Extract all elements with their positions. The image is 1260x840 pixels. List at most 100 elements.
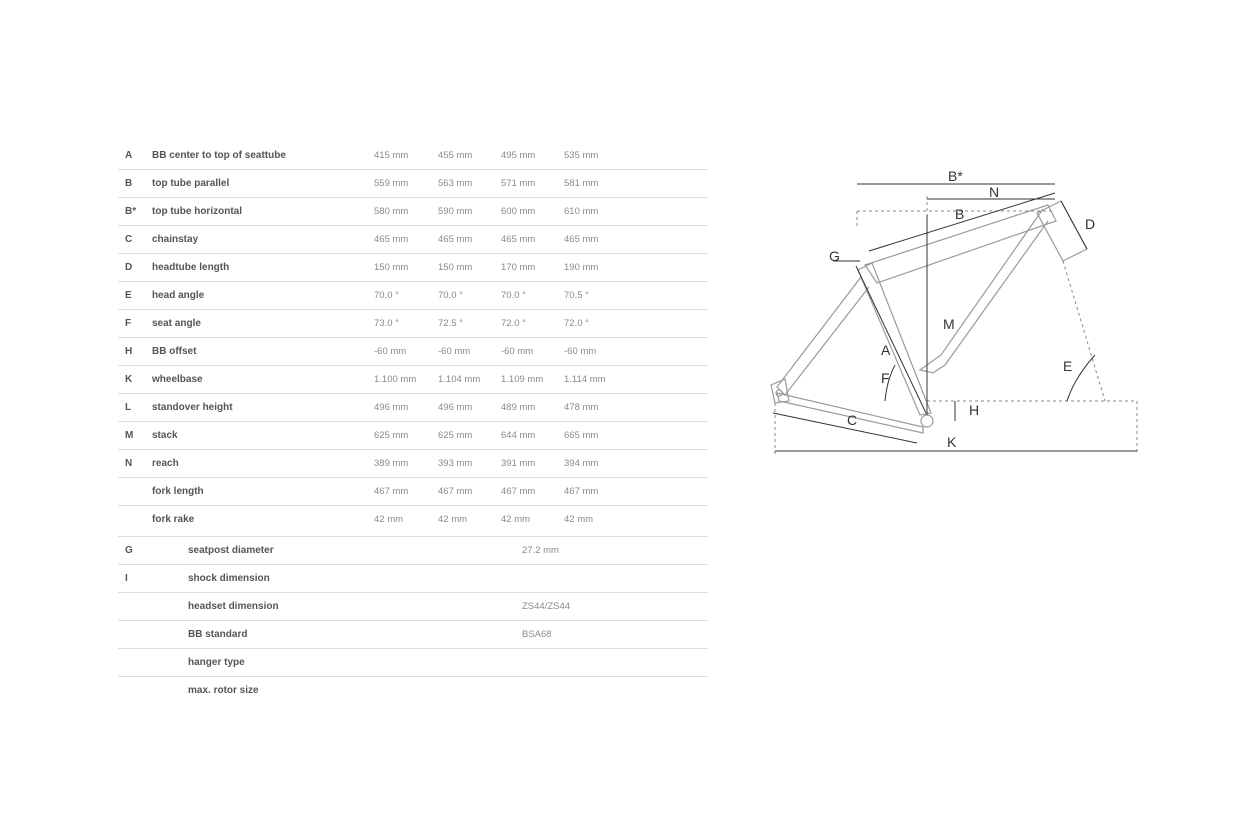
size-value: 190 mm — [564, 262, 599, 273]
row-label: headtube length — [152, 262, 230, 273]
row-code: C — [125, 234, 133, 245]
c-dimension — [772, 412, 918, 444]
row-label: wheelbase — [152, 374, 203, 385]
label-b-star: B* — [948, 168, 963, 184]
size-value: 467 mm — [374, 486, 409, 497]
size-value: 600 mm — [501, 206, 536, 217]
table-row: D headtube length 150 mm 150 mm 170 mm 1… — [118, 254, 708, 282]
seatstay — [776, 276, 870, 396]
table-row: A BB center to top of seattube 415 mm 45… — [118, 142, 708, 170]
row-label: max. rotor size — [188, 685, 259, 696]
row-label: hanger type — [188, 657, 245, 668]
size-value: 393 mm — [438, 458, 473, 469]
size-value: 571 mm — [501, 178, 536, 189]
size-value: 467 mm — [501, 486, 536, 497]
size-value: 415 mm — [374, 150, 409, 161]
spec-value: BSA68 — [522, 629, 552, 640]
size-value: 610 mm — [564, 206, 599, 217]
size-value: 150 mm — [438, 262, 473, 273]
row-label: fork length — [152, 486, 204, 497]
label-d: D — [1085, 216, 1095, 232]
label-m: M — [943, 316, 955, 332]
bottom-bracket — [920, 414, 934, 428]
row-code: L — [125, 402, 132, 413]
size-value: 644 mm — [501, 430, 536, 441]
row-code: E — [125, 290, 132, 301]
size-value: 1.114 mm — [564, 374, 606, 385]
row-code: K — [125, 374, 133, 385]
table-row: C chainstay 465 mm 465 mm 465 mm 465 mm — [118, 226, 708, 254]
label-c: C — [847, 412, 857, 428]
row-code: F — [125, 318, 132, 329]
size-value: 455 mm — [438, 150, 473, 161]
row-code: A — [125, 150, 133, 161]
rear-axle — [775, 389, 783, 397]
label-k: K — [947, 434, 957, 450]
size-value: -60 mm — [564, 346, 597, 357]
size-value: 70.0 ° — [438, 290, 463, 301]
label-a: A — [881, 342, 891, 358]
size-value: 496 mm — [374, 402, 409, 413]
size-value: 70.5 ° — [564, 290, 589, 301]
size-value: 495 mm — [501, 150, 536, 161]
row-code: H — [125, 346, 133, 357]
label-n: N — [989, 184, 999, 200]
size-value: 72.5 ° — [438, 318, 463, 329]
size-value: 581 mm — [564, 178, 599, 189]
table-row: I shock dimension — [118, 565, 708, 593]
seat-tube — [857, 262, 932, 416]
bike-frame-outline — [770, 200, 1088, 434]
size-value: -60 mm — [374, 346, 407, 357]
size-value: 42 mm — [374, 514, 404, 525]
row-code: B — [125, 178, 133, 189]
table-row: G seatpost diameter 27.2 mm — [118, 537, 708, 565]
row-label: top tube horizontal — [152, 206, 242, 217]
row-code: G — [125, 545, 133, 556]
chainstay — [776, 392, 924, 434]
size-value: 1.100 mm — [374, 374, 417, 385]
size-value: 70.0 ° — [374, 290, 399, 301]
spec-value: 27.2 mm — [522, 545, 559, 556]
size-value: 580 mm — [374, 206, 409, 217]
row-label: seat angle — [152, 318, 201, 329]
size-value: 563 mm — [438, 178, 473, 189]
size-value: 665 mm — [564, 430, 599, 441]
size-value: 467 mm — [564, 486, 599, 497]
frame-geometry-svg: B* N B D G M A F E H C K — [770, 168, 1138, 455]
label-h: H — [969, 402, 979, 418]
size-value: 394 mm — [564, 458, 599, 469]
size-value: 70.0 ° — [501, 290, 526, 301]
size-value: 496 mm — [438, 402, 473, 413]
geometry-table: A BB center to top of seattube 415 mm 45… — [118, 142, 708, 533]
size-value: 1.104 mm — [438, 374, 481, 385]
size-value: 559 mm — [374, 178, 409, 189]
row-label: chainstay — [152, 234, 199, 245]
size-value: 478 mm — [564, 402, 599, 413]
row-code: B* — [125, 206, 137, 217]
size-value: -60 mm — [501, 346, 534, 357]
row-label: stack — [152, 430, 178, 441]
rear-dropout — [770, 378, 790, 404]
d-dimension — [1060, 200, 1088, 250]
row-label: BB standard — [188, 629, 248, 640]
table-row: fork rake 42 mm 42 mm 42 mm 42 mm — [118, 506, 708, 533]
row-code: D — [125, 262, 133, 273]
size-value: 150 mm — [374, 262, 409, 273]
row-label: seatpost diameter — [188, 545, 274, 556]
label-b: B — [955, 206, 964, 222]
size-value: 73.0 ° — [374, 318, 399, 329]
table-row: hanger type — [118, 649, 708, 677]
table-row: B* top tube horizontal 580 mm 590 mm 600… — [118, 198, 708, 226]
size-value: 170 mm — [501, 262, 536, 273]
size-value: 465 mm — [564, 234, 599, 245]
spec-table: G seatpost diameter 27.2 mm I shock dime… — [118, 536, 708, 704]
size-value: 465 mm — [438, 234, 473, 245]
row-label: top tube parallel — [152, 178, 230, 189]
row-label: standover height — [152, 402, 233, 413]
size-value: 625 mm — [438, 430, 473, 441]
size-value: 535 mm — [564, 150, 599, 161]
frame-geometry-diagram: B* N B D G M A F E H C K — [765, 165, 1145, 465]
top-tube — [864, 204, 1057, 284]
table-row: max. rotor size — [118, 677, 708, 704]
size-value: 389 mm — [374, 458, 409, 469]
